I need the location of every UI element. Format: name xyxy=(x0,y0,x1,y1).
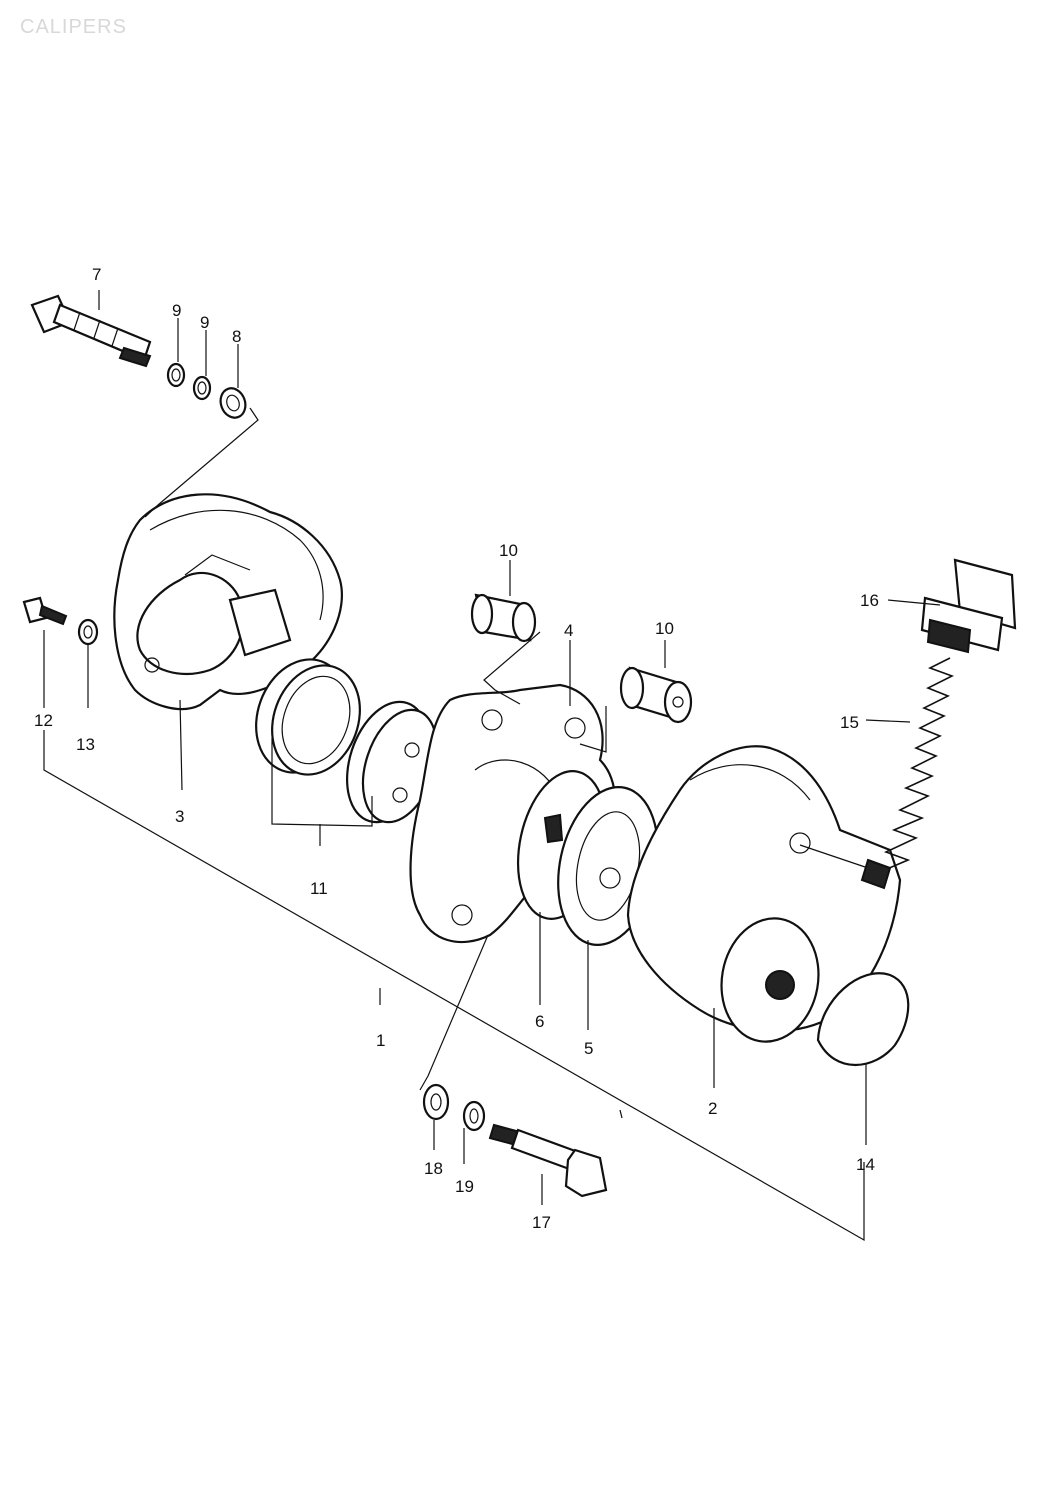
callout-1: 1 xyxy=(376,1031,385,1050)
part-10-bushing-a xyxy=(470,593,537,643)
callout-12: 12 xyxy=(34,711,53,730)
callout-9b: 9 xyxy=(200,313,209,332)
part-17-bolt xyxy=(488,1123,608,1198)
part-9-washer-b xyxy=(192,375,212,401)
callout-5: 5 xyxy=(584,1039,593,1058)
part-11-seals xyxy=(255,658,439,824)
part-15-spring xyxy=(860,657,955,890)
part-12-bolt xyxy=(22,596,68,626)
callout-18: 18 xyxy=(424,1159,443,1178)
callout-labels: 7 9 9 8 10 4 10 16 15 12 13 3 11 6 5 1 2… xyxy=(34,265,879,1232)
callout-17: 17 xyxy=(532,1213,551,1232)
part-16-bleeder-nut xyxy=(920,558,1017,654)
callout-3: 3 xyxy=(175,807,184,826)
part-7-bolt xyxy=(30,294,152,368)
part-3-caliper-bracket xyxy=(113,493,343,710)
callout-16: 16 xyxy=(860,591,879,610)
part-10-bushing-b xyxy=(619,666,693,724)
callout-10a: 10 xyxy=(499,541,518,560)
callout-14: 14 xyxy=(856,1155,875,1174)
part-9-washer-a xyxy=(166,362,186,388)
callout-4: 4 xyxy=(564,621,573,640)
callout-6: 6 xyxy=(535,1012,544,1031)
callout-15: 15 xyxy=(840,713,859,732)
callout-2: 2 xyxy=(708,1099,717,1118)
callout-9a: 9 xyxy=(172,301,181,320)
part-14-cap xyxy=(816,972,910,1066)
part-19-washer xyxy=(462,1100,486,1132)
callout-10b: 10 xyxy=(655,619,674,638)
part-18-washer xyxy=(422,1083,450,1121)
part-2-caliper-body xyxy=(626,745,902,1043)
callout-8: 8 xyxy=(232,327,241,346)
part-13-washer xyxy=(77,618,99,646)
callout-19: 19 xyxy=(455,1177,474,1196)
callout-13: 13 xyxy=(76,735,95,754)
callout-7: 7 xyxy=(92,265,101,284)
leader-lines xyxy=(43,290,941,1242)
callout-11: 11 xyxy=(310,879,328,898)
part-4-mount-plate xyxy=(409,683,617,944)
part-8-washer xyxy=(219,387,247,419)
page-title: CALIPERS xyxy=(20,16,127,38)
